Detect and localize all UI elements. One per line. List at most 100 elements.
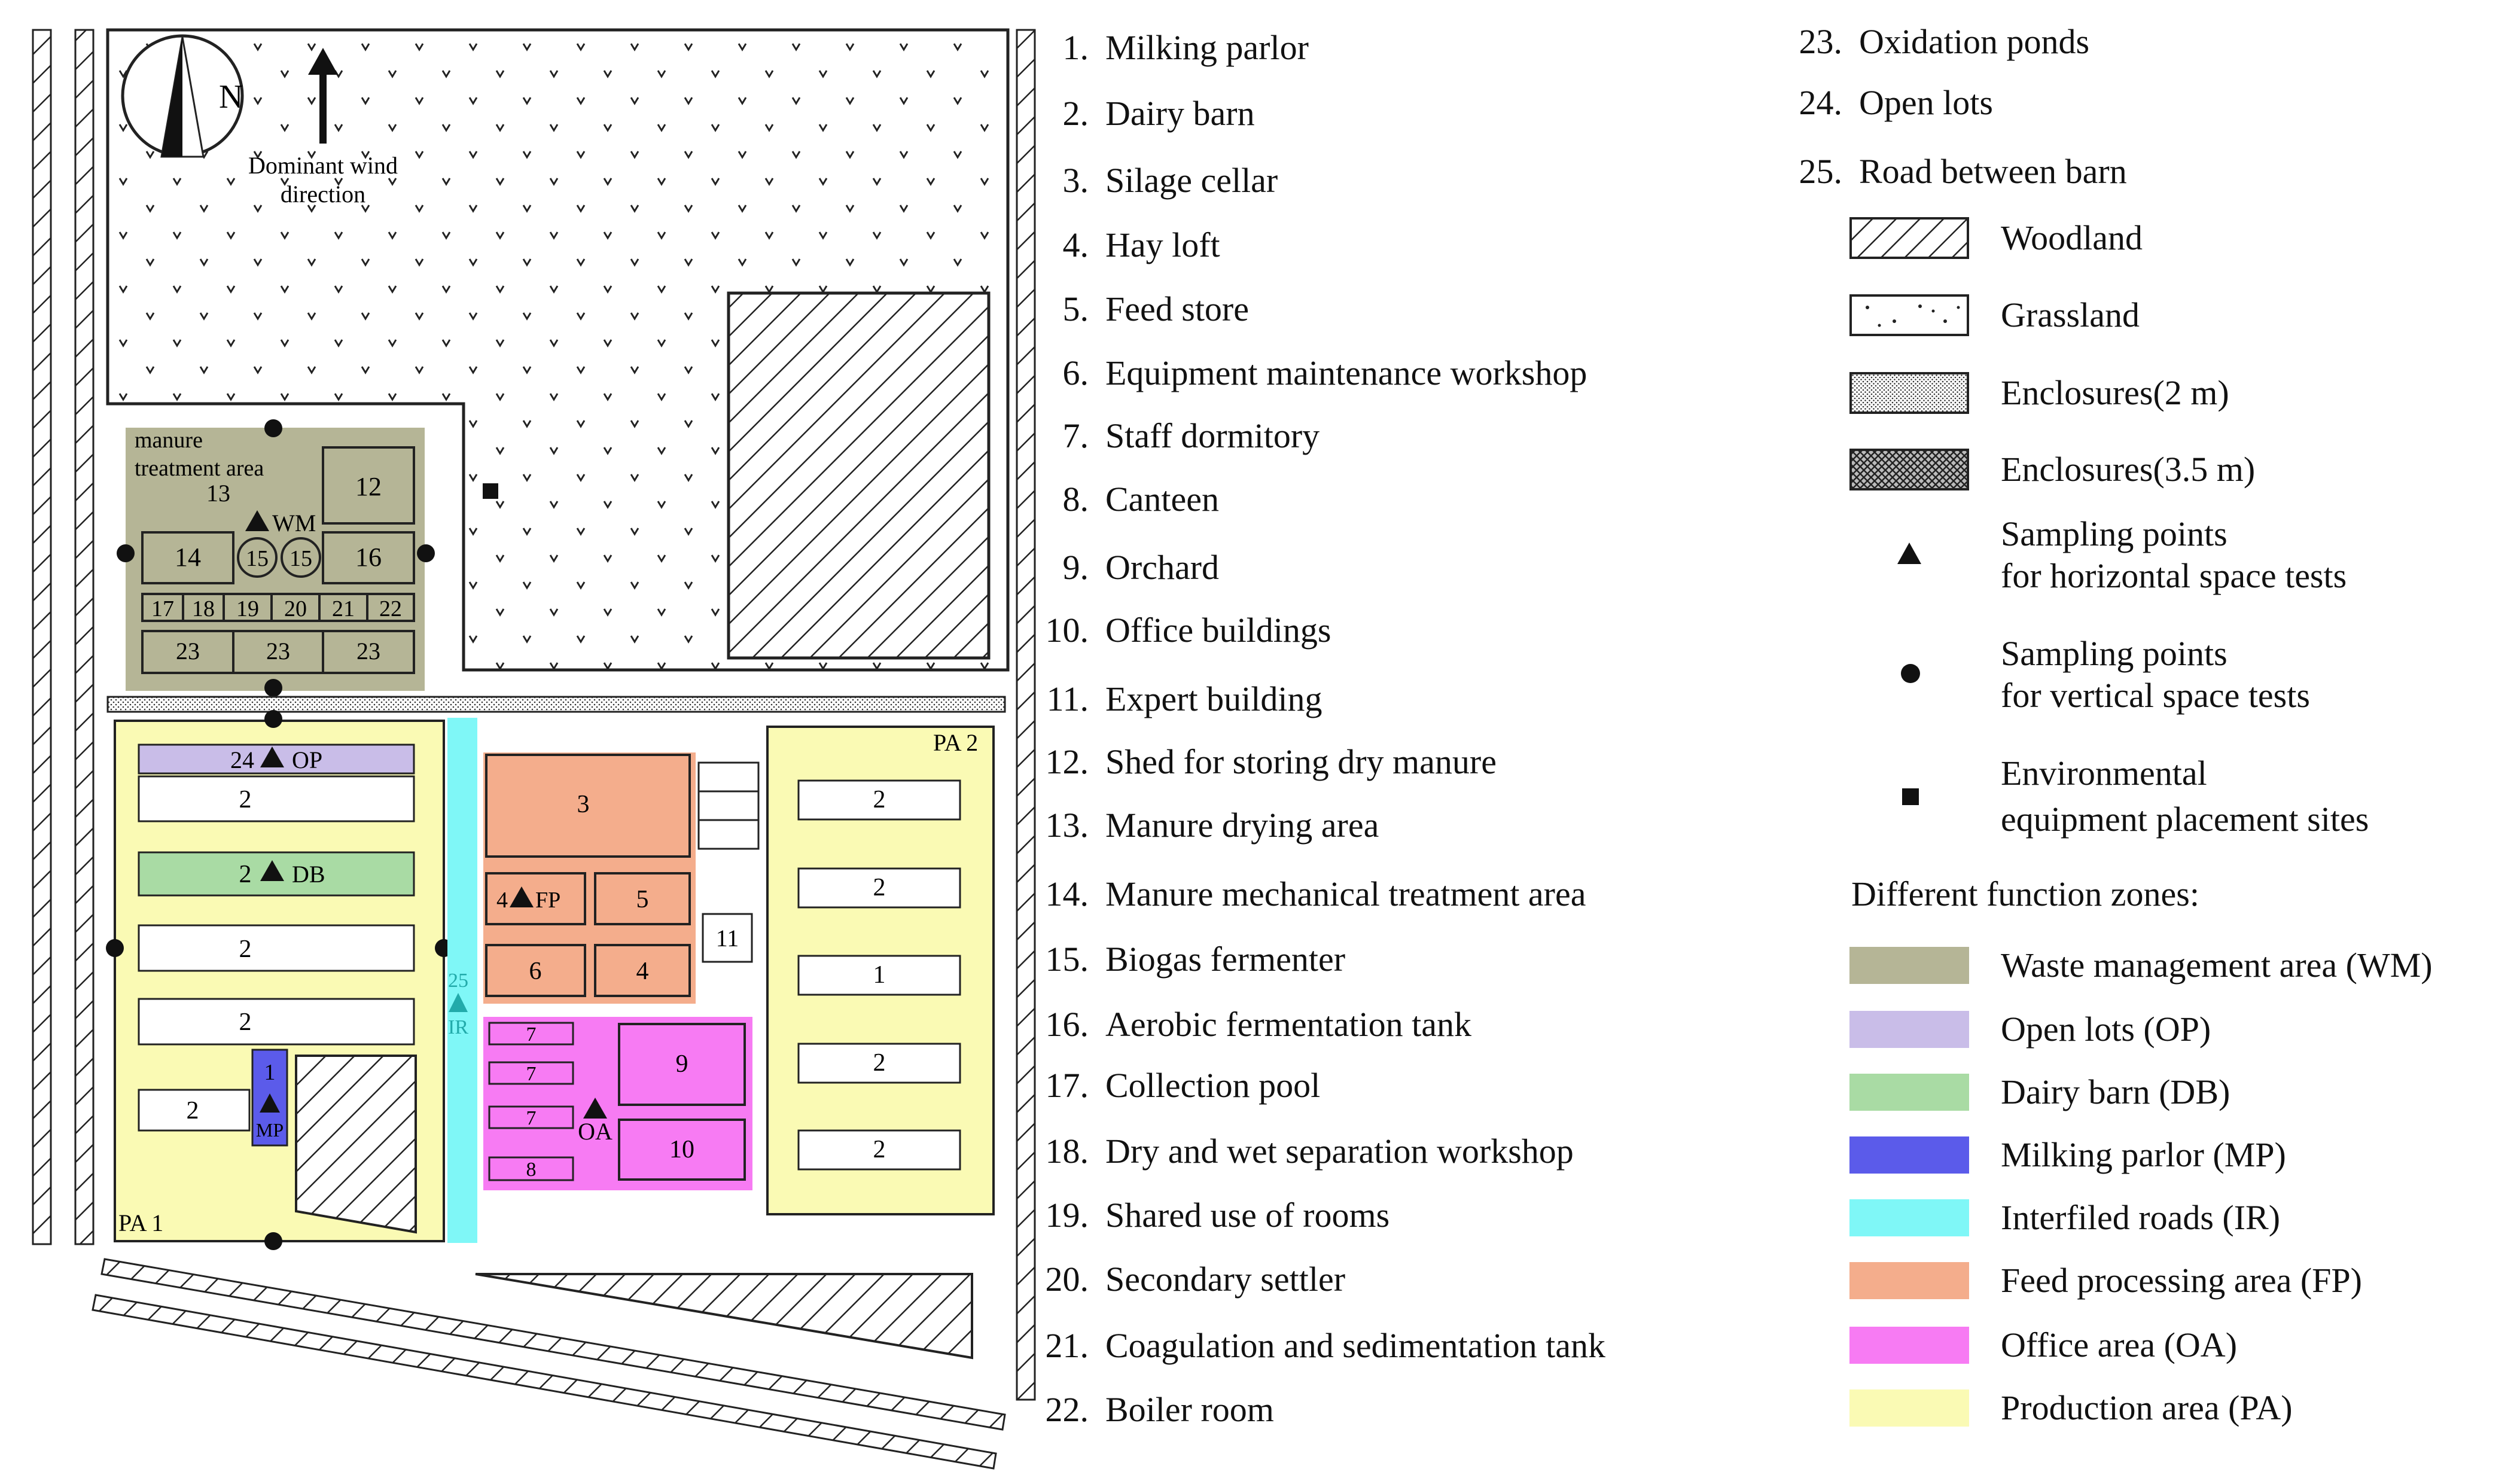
- label-16: 16: [355, 543, 382, 572]
- west-wall-outer: [32, 29, 52, 1245]
- label-20: 20: [284, 596, 307, 621]
- triangle-icon: [1897, 543, 1921, 564]
- zone-label: Open lots (OP): [2001, 1010, 2211, 1049]
- legend-item: 25. Road between barn: [1776, 153, 2127, 191]
- small-rooms-row: [141, 593, 415, 622]
- legend-item: 22.Boiler room: [1023, 1391, 1274, 1429]
- label-pa2-1: 1: [873, 961, 886, 989]
- legend-number: 4.: [1062, 226, 1089, 264]
- label-4: 4: [636, 958, 649, 985]
- legend-item: 17.Collection pool: [1023, 1066, 1321, 1105]
- zone-label: Production area (PA): [2001, 1388, 2293, 1427]
- legend-label: Collection pool: [1105, 1066, 1321, 1105]
- legend-number: 1.: [1062, 28, 1089, 67]
- zone-swatch: [1849, 947, 1969, 984]
- legend-number: 24.: [1799, 83, 1843, 122]
- legend-number: 14.: [1045, 874, 1089, 913]
- wind-arrow-icon: [308, 48, 338, 144]
- office-buildings: [618, 1119, 746, 1181]
- label-19: 19: [236, 596, 259, 621]
- legend-label: Biogas fermenter: [1105, 940, 1346, 979]
- label-2a: 2: [239, 786, 252, 813]
- enclosure-2m-label: Enclosures(2 m): [2001, 373, 2229, 412]
- label-10: 10: [669, 1136, 694, 1163]
- legend-item: 14. Manure mechanical treatment area: [1023, 875, 1586, 913]
- zone-swatch: [1849, 1136, 1969, 1174]
- label-pa2-2b: 2: [873, 874, 886, 901]
- label-12: 12: [355, 472, 382, 501]
- legend-item: 5.Feed store: [1023, 290, 1250, 328]
- label-mp-1: 1: [264, 1060, 276, 1085]
- dairy-barn-4: [138, 1089, 251, 1132]
- label-22: 22: [379, 596, 402, 621]
- south-wall-2: [92, 1294, 997, 1470]
- feed-small-boxes: [697, 761, 760, 850]
- vertical-sampling-label-1: Sampling points: [2001, 634, 2227, 673]
- manure-area-label-1: manure: [135, 428, 203, 453]
- zone-swatch: [1849, 1327, 1969, 1364]
- legend-label: Expert building: [1105, 679, 1323, 718]
- zone-label: Interfiled roads (IR): [2001, 1198, 2281, 1237]
- legend-label: Secondary settler: [1105, 1260, 1346, 1299]
- orchard: [618, 1023, 746, 1106]
- label-3: 3: [577, 791, 590, 818]
- legend-label: Canteen: [1105, 480, 1220, 519]
- north-label: N: [219, 78, 243, 115]
- env-equipment-label-2: equipment placement sites: [2001, 800, 2369, 839]
- label-pa1: PA 1: [118, 1209, 163, 1236]
- wind-label-2: direction: [281, 181, 365, 208]
- legend-number: 10.: [1045, 611, 1089, 650]
- label-2c: 2: [239, 1008, 252, 1036]
- label-17: 17: [151, 596, 174, 621]
- vertical-sampling-label-2: for vertical space tests: [2001, 676, 2310, 715]
- grassland-label: Grassland: [2001, 295, 2140, 334]
- horizontal-sampling-label-2: for horizontal space tests: [2001, 556, 2347, 595]
- label-pa2: PA 2: [933, 729, 978, 756]
- label-11: 11: [716, 925, 739, 952]
- label-23c: 23: [356, 638, 380, 665]
- zone-label: Office area (OA): [2001, 1325, 2238, 1364]
- interfield-road: [447, 718, 477, 1243]
- legend-item: 24. Open lots: [1776, 84, 1993, 122]
- legend-number: 9.: [1062, 548, 1089, 587]
- label-fp-4: 4: [496, 888, 508, 913]
- legend-label: Oxidation ponds: [1859, 22, 2090, 61]
- env-equipment-label-1: Environmental: [2001, 754, 2207, 793]
- legend-number: 15.: [1045, 940, 1089, 979]
- legend-item: 1.Milking parlor: [1023, 29, 1309, 67]
- legend-label: Office buildings: [1105, 611, 1331, 650]
- env-equipment-site: [483, 483, 498, 499]
- label-7b: 7: [526, 1063, 537, 1085]
- legend-label: Shed for storing dry manure: [1105, 742, 1497, 781]
- south-woodland: [475, 1273, 973, 1360]
- legend-label: Road between barn: [1859, 152, 2127, 191]
- op-sampling-point: [260, 746, 284, 767]
- legend-item: 4. Hay loft: [1023, 226, 1220, 264]
- label-pa2-2c: 2: [873, 1049, 886, 1077]
- label-mp: MP: [256, 1119, 284, 1141]
- legend-number: 25.: [1799, 152, 1843, 191]
- legend-item: 10. Office buildings: [1023, 611, 1331, 650]
- label-14: 14: [175, 543, 201, 572]
- expert-building: [702, 913, 753, 963]
- legend-number: 2.: [1062, 94, 1089, 133]
- legend-label: Equipment maintenance workshop: [1105, 354, 1587, 392]
- label-13: 13: [206, 480, 230, 507]
- canteen: [488, 1156, 574, 1181]
- dairy-barn-3: [138, 998, 415, 1046]
- legend-number: 6.: [1062, 354, 1089, 392]
- legend-item: 2.Dairy barn: [1023, 95, 1255, 133]
- legend-item: 19.Shared use of rooms: [1023, 1196, 1390, 1235]
- legend-label: Hay loft: [1105, 226, 1220, 264]
- label-2d: 2: [187, 1097, 199, 1125]
- legend-label: Open lots: [1859, 83, 1993, 122]
- legend-label: Manure mechanical treatment area: [1105, 874, 1586, 913]
- label-pa2-2a: 2: [873, 786, 886, 813]
- legend-item: 9.Orchard: [1023, 548, 1220, 587]
- label-2b: 2: [239, 936, 252, 963]
- legend-label: Manure drying area: [1105, 806, 1379, 845]
- legend-number: 22.: [1045, 1390, 1089, 1429]
- legend-number: 20.: [1045, 1260, 1089, 1299]
- legend-item: 7.Staff dormitory: [1023, 417, 1320, 455]
- zone-swatch: [1849, 1262, 1969, 1299]
